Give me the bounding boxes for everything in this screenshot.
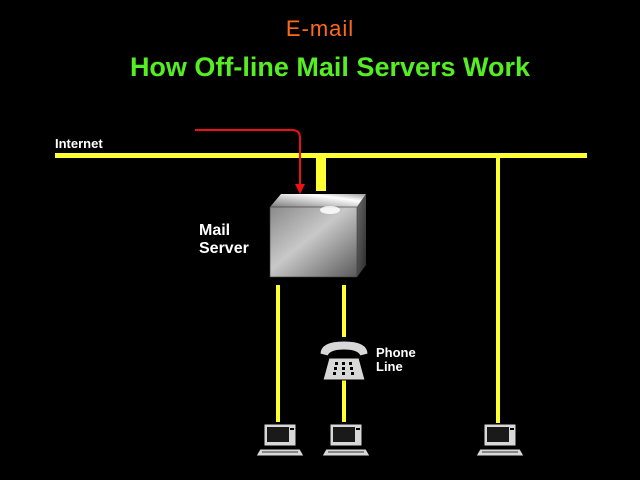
server-cube-icon <box>269 194 366 278</box>
internet-label: Internet <box>55 136 103 151</box>
phone-line-upper <box>342 285 346 337</box>
phone-line-lower <box>342 380 346 422</box>
phone-line-label-line2: Line <box>376 359 403 374</box>
computer-icon <box>475 423 525 457</box>
mail-server-label-line1: Mail <box>199 222 231 239</box>
mail-route-arrow <box>195 129 301 186</box>
telephone-icon <box>319 340 369 381</box>
mail-route-arrowhead <box>295 184 305 194</box>
slide-title: How Off-line Mail Servers Work <box>129 52 531 82</box>
computer-icon <box>255 423 305 457</box>
local-connection-line <box>276 285 280 422</box>
server-uplink-line <box>316 153 326 191</box>
internet-drop-line <box>496 155 500 423</box>
phone-line-label-line1: Phone <box>376 345 416 360</box>
computer-icon <box>321 423 371 457</box>
slide-subtitle: E-mail <box>285 16 355 41</box>
mail-server-label-line2: Server <box>199 240 249 257</box>
phone-line-label: Phone Line <box>376 346 416 374</box>
mail-server-label: Mail Server <box>199 222 249 258</box>
